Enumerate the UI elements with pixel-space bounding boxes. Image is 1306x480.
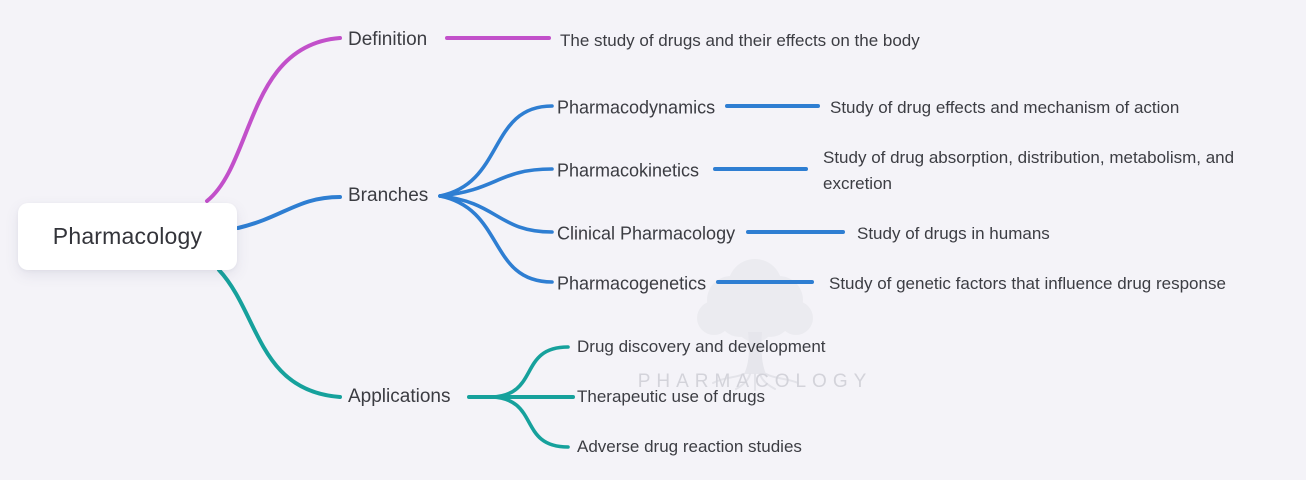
node-definition[interactable]: Definition xyxy=(348,29,428,50)
tree-logo-icon xyxy=(697,259,813,391)
connector-applications xyxy=(217,268,575,449)
node-definition-description[interactable]: The study of drugs and their effects on … xyxy=(560,31,920,50)
node-therapeutic-use[interactable]: Therapeutic use of drugs xyxy=(577,387,766,406)
node-pharmacodynamics[interactable]: Pharmacodynamics xyxy=(557,97,716,118)
connector-branches xyxy=(236,104,845,284)
node-pharmacogenetics-description[interactable]: Study of genetic factors that influence … xyxy=(829,274,1226,293)
root-node-label: Pharmacology xyxy=(52,223,203,249)
node-clinical-pharmacology-description[interactable]: Study of drugs in humans xyxy=(857,224,1050,243)
node-clinical-pharmacology[interactable]: Clinical Pharmacology xyxy=(557,223,736,244)
node-pharmacokinetics[interactable]: Pharmacokinetics xyxy=(557,160,700,181)
node-pharmacogenetics[interactable]: Pharmacogenetics xyxy=(557,273,707,294)
node-pharmacology-root[interactable]: Pharmacology xyxy=(18,203,237,270)
watermark-brand-text: PHARMACOLOGY xyxy=(637,371,873,392)
node-branches[interactable]: Branches xyxy=(348,185,429,206)
node-drug-discovery[interactable]: Drug discovery and development xyxy=(577,337,826,356)
node-pharmacokinetics-description[interactable]: Study of drug absorption, distribution, … xyxy=(823,148,1235,193)
node-adverse-reactions[interactable]: Adverse drug reaction studies xyxy=(577,437,802,456)
connector-definition xyxy=(205,36,551,203)
node-applications[interactable]: Applications xyxy=(348,386,451,407)
node-pharmacodynamics-description[interactable]: Study of drug effects and mechanism of a… xyxy=(830,98,1180,117)
